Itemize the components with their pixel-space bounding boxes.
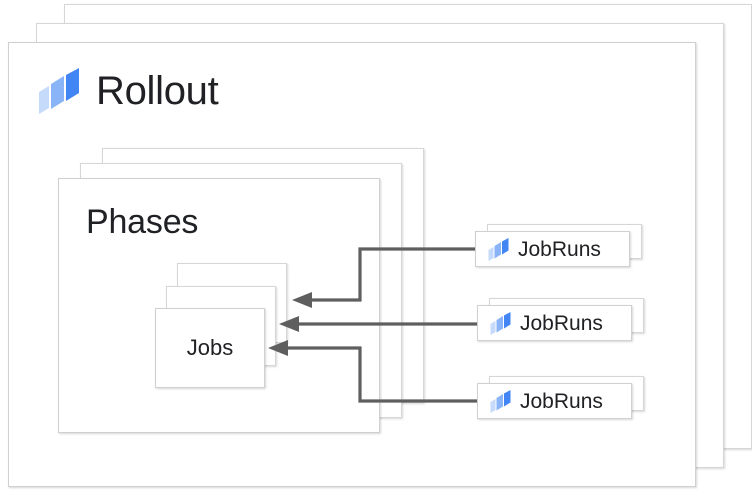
jobruns-label: JobRuns [520,311,603,335]
jobruns-label: JobRuns [518,237,601,261]
jobruns-label: JobRuns [520,389,603,413]
jobs-card-front [155,308,265,388]
rollout-title-row: Rollout [38,68,219,114]
phases-title: Phases [86,203,199,241]
rollout-parallelogram-icon [39,68,79,114]
rollout-parallelogram-icon [488,237,509,261]
jobruns-card-1[interactable]: JobRuns [475,231,630,267]
jobruns-card-3[interactable]: JobRuns [477,383,632,419]
rollout-title: Rollout [96,69,219,113]
rollout-parallelogram-icon [490,389,511,413]
jobs-label: Jobs [186,335,234,360]
jobruns-card-2[interactable]: JobRuns [477,305,632,341]
rollout-parallelogram-icon [490,311,511,335]
